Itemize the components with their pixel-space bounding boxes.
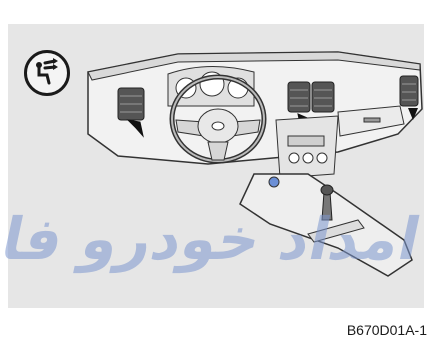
left-side-vent <box>118 88 144 120</box>
center-stack <box>276 116 338 178</box>
watermark-text: امداد خودرو فارما <box>9 205 426 285</box>
face-vent-airflow-icon <box>24 50 70 96</box>
figure-code: B670D01A-1 <box>347 322 427 338</box>
console-knob <box>269 177 279 187</box>
glove-box-handle <box>364 118 380 122</box>
steering-logo <box>212 122 224 130</box>
gear-knob <box>321 185 333 195</box>
right-side-vent <box>400 76 418 106</box>
instrument-cluster <box>168 66 254 106</box>
